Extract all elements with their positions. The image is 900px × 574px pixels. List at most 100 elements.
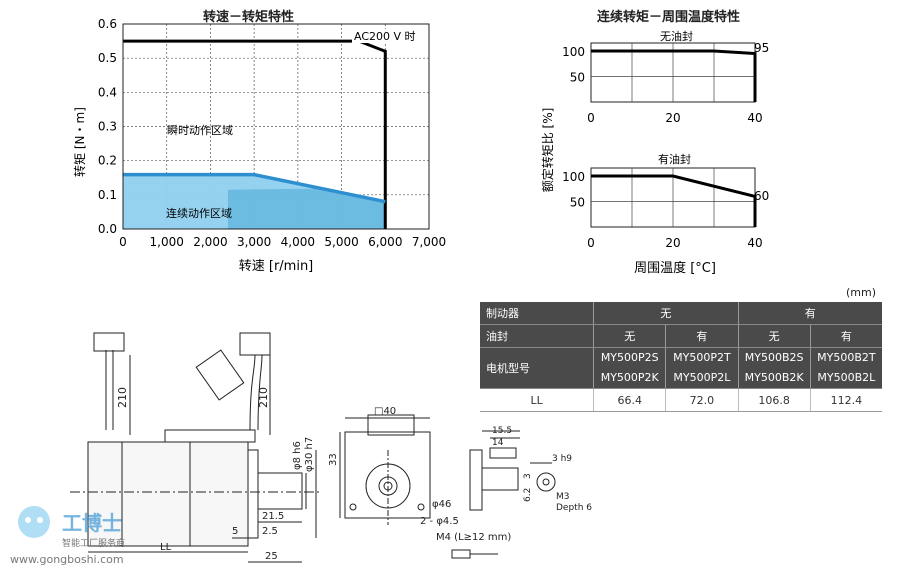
watermark: 工博士 智能工厂服务商 www.gongboshi.com [6,490,146,570]
torque-y-label: 转矩 [N・m] [72,107,87,177]
ll-cell-2: 72.0 [665,388,739,412]
len-ll: LL [160,542,172,553]
connector-angled [195,349,245,401]
unit-label: (mm) [846,286,877,299]
len-2-5: 2.5 [262,526,278,537]
shaft-end-view [536,472,556,492]
shaft-diameter: φ8 h6 [292,441,303,470]
len-25: 25 [265,551,278,562]
x-tick-label: 20 [665,236,680,250]
connector-block [164,429,256,443]
x-tick-label: 6,000 [368,235,402,249]
ll-cell-4: 112.4 [810,388,882,412]
ll-cell-3: 106.8 [738,388,811,412]
screw-spec: M4 (L≥12 mm) [436,532,511,543]
seal-cell-2: 有 [665,324,739,348]
derating-y-label: 额定转矩比 [%] [540,108,555,193]
pilot-diameter: φ30 h7 [304,437,315,472]
len-5: 5 [232,526,238,537]
seal-cell-4: 有 [810,324,882,348]
brake-row-label: 制动器 [480,302,595,325]
flange-size: □40 [374,406,396,417]
note-bg [352,29,428,43]
cable-left [105,350,114,430]
seal-cell-1: 无 [593,324,667,348]
continuous-region-fill-upper [227,188,386,229]
key-14: 14 [492,438,504,448]
key-3: 3 [523,473,533,479]
y-tick-label: 0.2 [98,154,117,168]
derating-top-line [591,49,757,102]
cable-length-left: 210 [116,387,129,408]
bolt-circle: φ46 [432,499,451,510]
derating-top-ticks: 100 50 0 20 40 [562,45,763,125]
derating-bottom-grid [590,167,756,228]
tap: M3 [556,492,570,502]
x-tick-label: 0 [587,236,595,250]
motor-flange [247,449,259,539]
torque-chart-title: 转速－转矩特性 [203,10,295,25]
y-tick-label: 0.0 [98,222,117,236]
ll-row-label: LL [480,388,595,412]
cable-right [249,354,263,431]
continuous-region-label: 连续动作区域 [166,206,232,220]
derating-title: 连续转矩－周围温度特性 [597,10,741,25]
y-tick-label: 0.1 [98,188,117,202]
y-tick-label: 100 [562,170,585,184]
torque-x-label: 转速 [r/min] [239,259,314,274]
ll-cell-1: 66.4 [593,388,667,412]
mascot-icon [18,506,50,538]
watermark-brand: 工博士 [62,511,122,535]
y-tick-label: 100 [562,45,585,59]
front-connector [367,414,415,436]
height-33: 33 [328,453,339,466]
y-tick-label: 0.3 [98,120,117,134]
shaft-detail-body [481,467,519,491]
x-tick-label: 2,000 [193,235,227,249]
y-tick-label: 0.5 [98,51,117,65]
derating-bottom-end-label: 60 [754,189,769,203]
derating-bottom-line [591,174,757,227]
x-tick-label: 40 [747,236,762,250]
watermark-subtitle: 智能工厂服务商 [62,537,125,549]
brake-yes: 有 [738,302,882,325]
torque-plot-frame [122,23,430,230]
dimension-drawing: 210 210 φ8 h6 φ30 h7 21.5 5 2.5 LL 25 □4… [70,332,592,563]
seal-cell-3: 无 [738,324,811,348]
derating-bottom-subtitle: 有油封 [658,152,691,166]
watermark-logo: 工博士 智能工厂服务商 www.gongboshi.com [10,506,125,566]
key-15-5: 15.5 [492,426,512,436]
voltage-note: AC200 V 时 [354,30,416,43]
tap-depth: Depth 6 [556,503,592,513]
x-tick-label: 20 [665,111,680,125]
torque-chart-svg: 瞬时动作区域 连续动作区域 AC200 V 时 0.00.10.20.30.40… [72,17,446,274]
watermark-url: www.gongboshi.com [10,553,124,566]
screw-head [451,549,471,559]
y-tick-label: 50 [570,71,585,85]
x-tick-label: 40 [747,111,762,125]
x-tick-label: 1,000 [150,235,184,249]
x-tick-label: 0 [587,111,595,125]
peak-region-label: 瞬时动作区域 [167,124,233,137]
derating-top-end-label: 95 [754,41,769,55]
cable-length-right: 210 [257,387,270,408]
bolt-hole-1 [349,503,357,511]
brake-no: 无 [593,302,739,325]
x-tick-label: 5,000 [324,235,358,249]
key-6-2: 6.2 [523,488,533,502]
connector-right [239,332,271,356]
peak-torque-line [123,39,387,229]
holes: 2 - φ4.5 [420,516,459,527]
shaft-detail-flange [469,449,483,511]
torque-y-ticks: 0.00.10.20.30.40.50.6 [98,17,117,236]
shaft-detail-key [489,447,517,459]
bolt-hole-2 [417,503,425,511]
derating-x-label: 周围温度 [°C] [634,260,716,276]
